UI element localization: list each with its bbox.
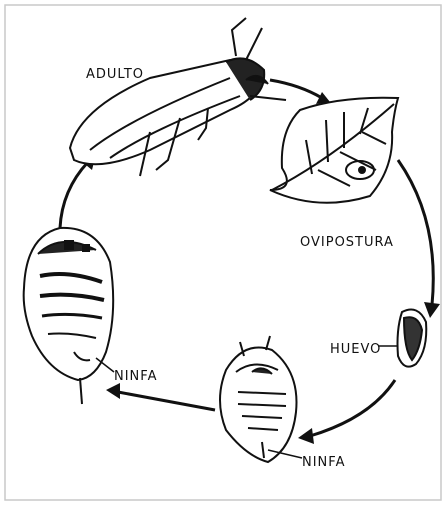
nymph-left-spot-2 — [82, 244, 90, 252]
oviposition-label: OVIPOSTURA — [300, 236, 394, 249]
nymph-left-spot-1 — [64, 240, 74, 250]
nymph-left-label: NINFA — [114, 370, 157, 383]
arrowhead-nymph-left — [106, 383, 120, 399]
adult-insect-drawing — [70, 18, 286, 176]
cycle-arrow-leaf-to-egg — [398, 160, 433, 305]
nymph-bottom-label: NINFA — [302, 456, 345, 469]
arrowhead-egg — [424, 302, 440, 318]
leaf-drawing — [270, 98, 398, 203]
nymph-left-drawing — [24, 228, 114, 404]
cycle-arrow-egg-to-nymph — [310, 380, 395, 436]
cycle-arrow-nymph-to-adult — [60, 162, 88, 228]
cycle-arrow-adult-to-leaf — [270, 80, 322, 98]
cycle-arrow-nymph-to-nymph — [118, 392, 215, 410]
arrowhead-nymph-bottom — [298, 428, 314, 444]
nymph-bottom-drawing — [220, 336, 297, 462]
egg-drawing — [398, 310, 427, 367]
egg-label: HUEVO — [330, 343, 381, 356]
adult-label: ADULTO — [86, 68, 144, 81]
